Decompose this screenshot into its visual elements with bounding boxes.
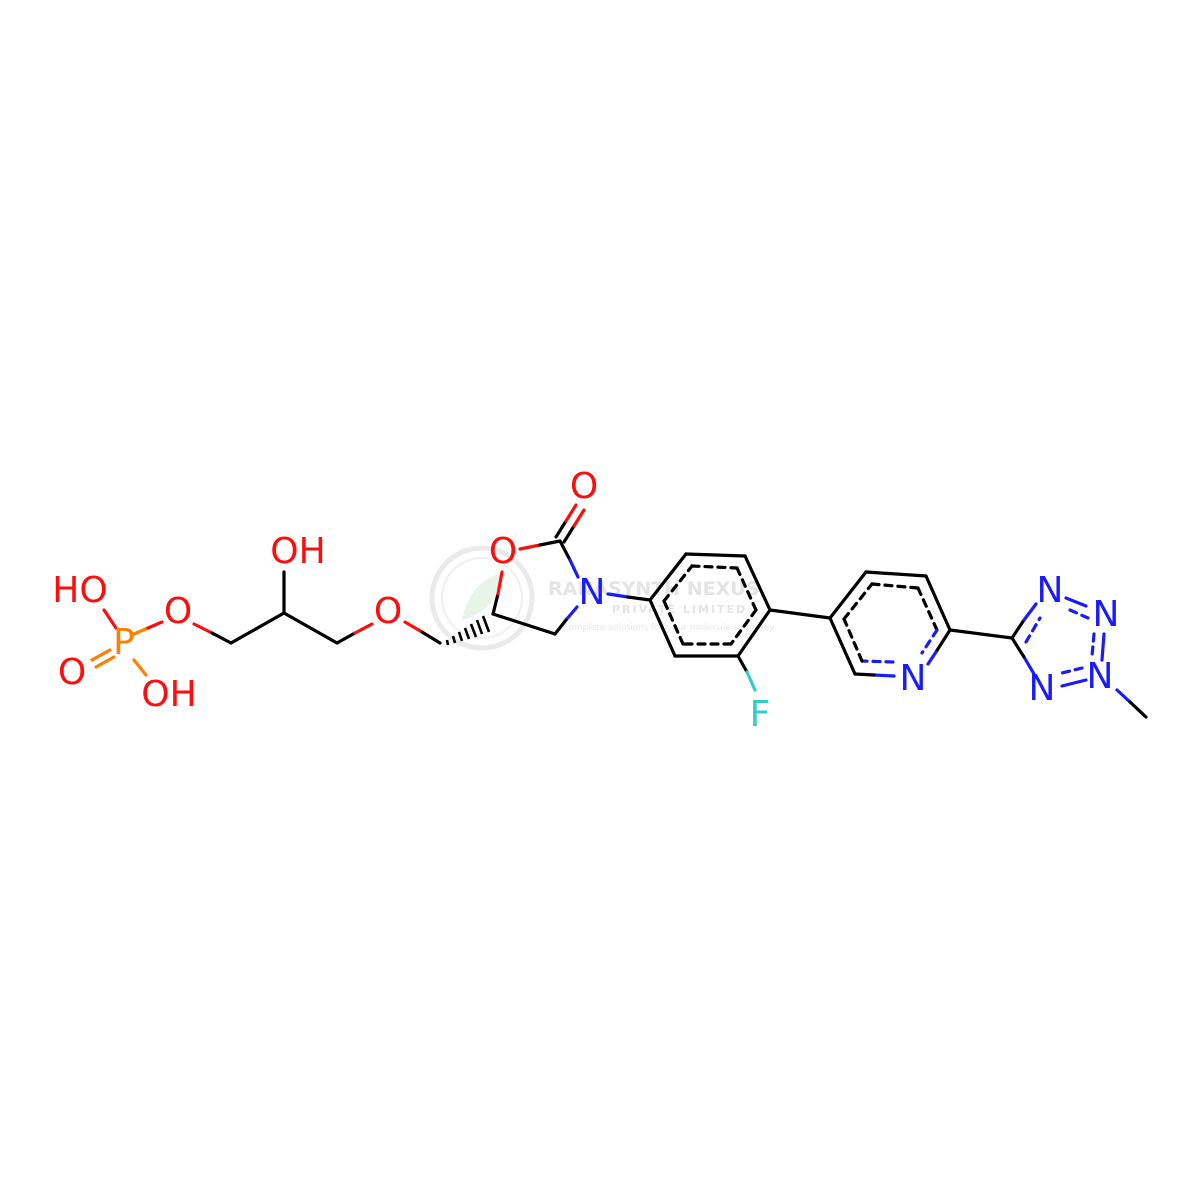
- bond-ch2-choh: [229, 611, 286, 645]
- watermark-logo-ring-inner: [441, 557, 523, 639]
- watermark-logo-ring: [429, 545, 535, 651]
- bond-p-o-ester-b: [146, 620, 164, 630]
- bond-o-ch2-b: [210, 631, 233, 645]
- atom-n-tetrazole-2: N: [1093, 594, 1120, 635]
- fluorophenyl-ring: [648, 552, 772, 658]
- bond-o-ether-ch2-a: [403, 620, 424, 634]
- bond-o-ether-ch2-b: [420, 630, 442, 645]
- bond-n-methyl-b: [1128, 700, 1148, 719]
- bond-c5-o1-a: [491, 592, 500, 616]
- pyridine-ring: [828, 570, 952, 678]
- bonds: [90, 503, 1148, 719]
- atom-o-carbonyl: O: [570, 466, 598, 507]
- bond-c2-o-carbonyl-2b: [572, 508, 586, 528]
- watermark-line3: Complete solutions for your molecule's j…: [562, 623, 775, 633]
- bond-n3-phenyl-a: [606, 592, 630, 599]
- bond-c2-o-carbonyl-2a: [562, 524, 576, 544]
- bond-n3-phenyl-b: [626, 595, 652, 602]
- bond-o1-c2-a: [518, 543, 542, 551]
- bond-n3-c4-b: [553, 618, 568, 636]
- watermark-line2: PRIVATE LIMITED: [612, 603, 747, 616]
- bond-p-o-double-2: [94, 655, 116, 669]
- bond-c4-c5: [491, 612, 557, 636]
- bond-ch2-o-ether-b: [353, 622, 374, 635]
- watermark-line1: RANASYNTH NEXUS: [548, 578, 759, 600]
- bond-c2-n3-a: [558, 539, 572, 562]
- bond-hashed-stereo: [445, 615, 491, 646]
- atom-n-tetrazole-1: N: [1037, 570, 1064, 611]
- bond-o-ch2-a: [192, 622, 214, 635]
- atom-f: F: [750, 694, 771, 735]
- atom-ho-phosphate: HO: [52, 570, 107, 611]
- atom-n-pyridine: N: [900, 658, 927, 699]
- bond-n-methyl-a: [1115, 688, 1132, 704]
- watermark: RANASYNTH NEXUS PRIVATE LIMITED Complete…: [429, 545, 775, 651]
- bond-c2-o-carbonyl-1b: [564, 503, 578, 523]
- atom-o-ether: O: [374, 591, 402, 632]
- atom-oh-phosphate: OH: [141, 674, 196, 715]
- watermark-logo-leaf-icon: [462, 572, 505, 620]
- bond-p-o-double-1: [90, 648, 112, 662]
- bond-ho-p: [102, 608, 118, 630]
- bond-p-o-ester-a: [132, 626, 150, 636]
- bond-ch2-o-ether-a: [335, 631, 357, 645]
- atom-n-oxazolidinone: N: [579, 572, 606, 613]
- bond-n3-c4-a: [564, 605, 579, 622]
- atom-p: P: [113, 622, 135, 663]
- atom-n-tetrazole-4: N: [1029, 668, 1056, 709]
- atom-labels: HO P O O OH OH O O O N F N N N N N: [52, 466, 1119, 735]
- bond-pyridine-tetrazole: [948, 628, 1014, 640]
- tetrazole-ring: [1010, 596, 1106, 688]
- bond-c-f-b: [745, 670, 757, 692]
- bond-c2-n3-b: [568, 558, 580, 579]
- bond-p-oh: [132, 658, 148, 677]
- atom-o-ester: O: [164, 591, 192, 632]
- bond-c2-o-carbonyl-1a: [554, 519, 568, 539]
- atom-n-tetrazole-3: N: [1087, 656, 1114, 697]
- atom-o-ring: O: [489, 531, 517, 572]
- bond-c5-o1-b: [496, 570, 504, 596]
- atom-o-double: O: [58, 652, 86, 693]
- bond-phenyl-pyridine: [768, 608, 832, 620]
- bond-c-f-a: [736, 654, 749, 674]
- atom-oh-glycerol: OH: [270, 531, 325, 572]
- bond-o1-c2-b: [538, 539, 562, 547]
- bond-choh-ch2: [282, 611, 339, 645]
